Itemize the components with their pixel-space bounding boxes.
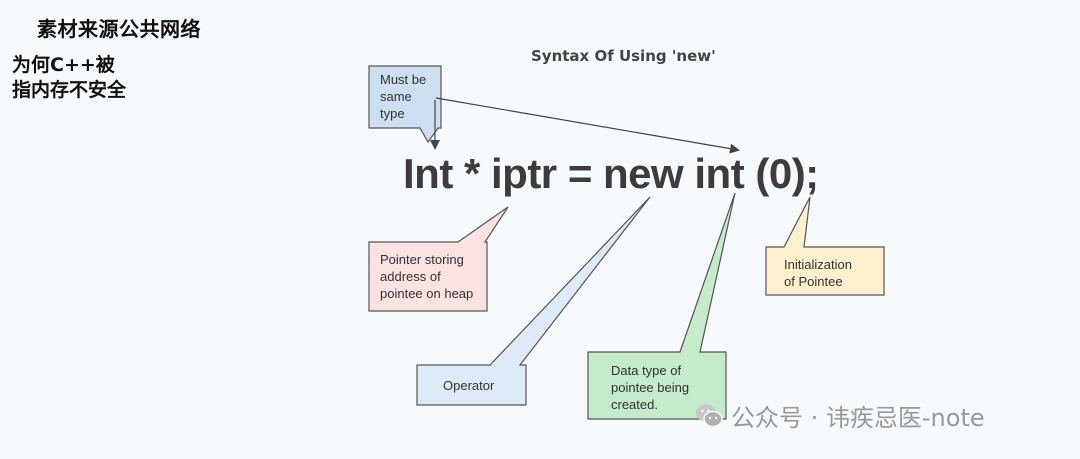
diagram-title: Syntax Of Using 'new' bbox=[531, 47, 716, 65]
callout-same-type bbox=[368, 65, 442, 144]
callout-operator bbox=[416, 196, 651, 406]
wechat-icon bbox=[695, 403, 723, 429]
source-note: 素材来源公共网络 bbox=[37, 17, 201, 41]
callout-init-text: Initialization of Pointee bbox=[784, 257, 852, 289]
callout-operator-text: Operator bbox=[443, 378, 495, 393]
watermark: 公众号 · 讳疾忌医-note bbox=[695, 398, 985, 433]
code-statement: Int * iptr = new int (0); bbox=[403, 150, 819, 197]
callout-pointer bbox=[368, 206, 509, 312]
article-title: 为何C++被指内存不安全 bbox=[12, 54, 127, 101]
callout-data-type bbox=[587, 192, 736, 420]
watermark-text: 公众号 · 讳疾忌医-note bbox=[731, 404, 985, 432]
arrow-to-int bbox=[435, 97, 740, 154]
callout-init bbox=[765, 196, 885, 296]
callout-pointer-text: Pointer storing address of pointee on he… bbox=[380, 252, 474, 301]
callout-data-type-text: Data type of pointee being created. bbox=[611, 363, 690, 412]
callout-same-type-text: Must be same type bbox=[380, 72, 427, 121]
